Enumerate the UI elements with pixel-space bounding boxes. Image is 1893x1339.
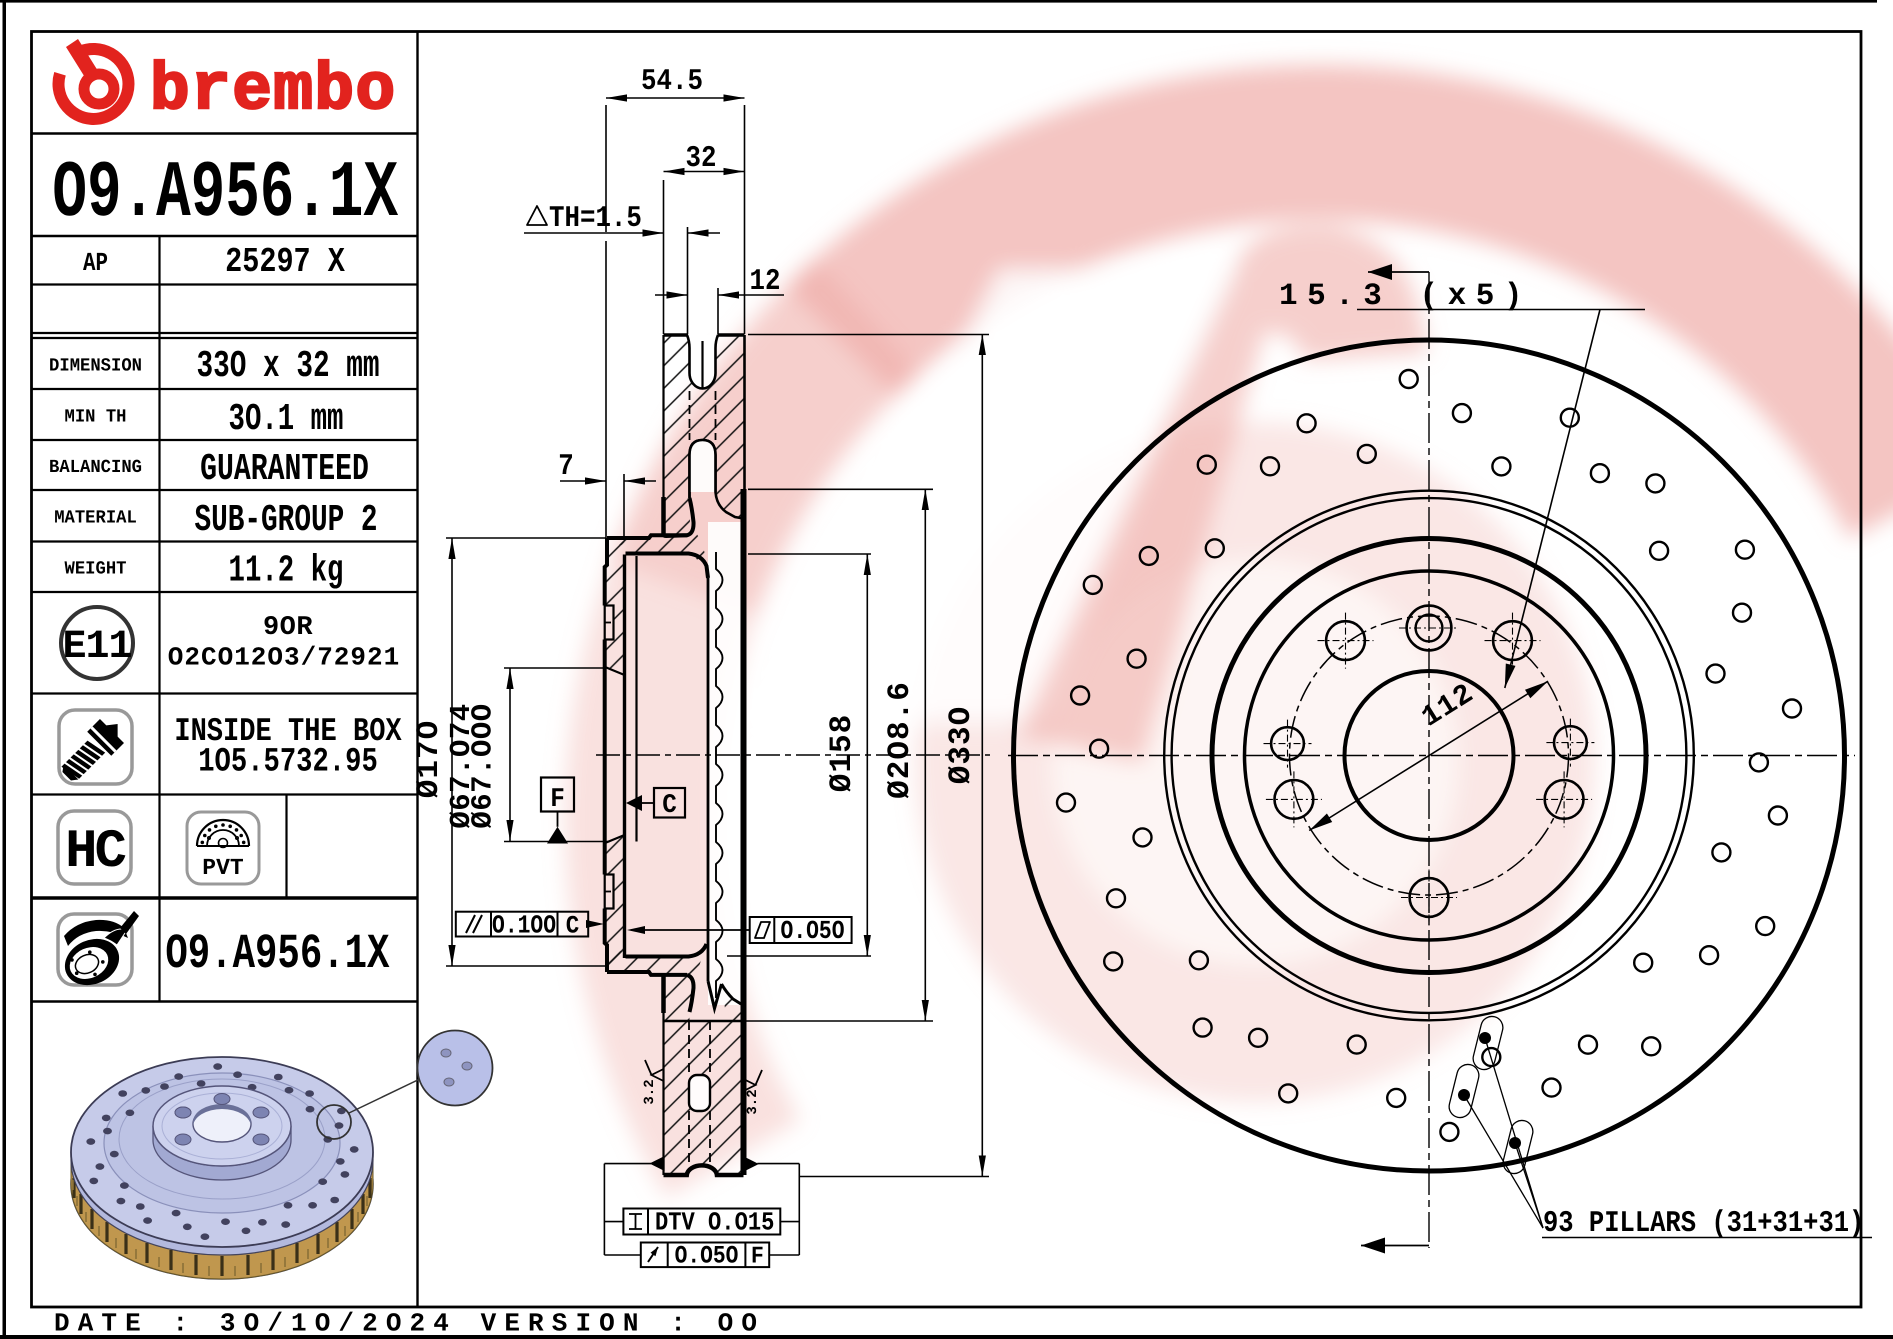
svg-text:HC: HC [65, 822, 125, 883]
svg-text:O.O5O: O.O5O [781, 916, 845, 946]
svg-text:C: C [566, 912, 580, 941]
svg-text:Ø2O8.6: Ø2O8.6 [883, 681, 918, 799]
svg-text:Ø67.OOO: Ø67.OOO [467, 703, 500, 828]
svg-text:F: F [550, 785, 565, 815]
svg-text:F: F [751, 1244, 764, 1271]
svg-text:PVT: PVT [202, 855, 244, 881]
svg-text:12: 12 [750, 265, 781, 299]
svg-text:C: C [662, 791, 677, 821]
svg-text:brembo: brembo [150, 53, 397, 128]
svg-text:15.3 (x5): 15.3 (x5) [1279, 279, 1532, 314]
svg-text:O.O5O: O.O5O [675, 1242, 739, 1271]
svg-text:Ø67.O74: Ø67.O74 [445, 703, 478, 828]
svg-text:11.2 kg: 11.2 kg [229, 550, 344, 593]
svg-text:93 PILLARS (31+31+31): 93 PILLARS (31+31+31) [1543, 1207, 1864, 1241]
svg-text:WEIGHT: WEIGHT [65, 559, 127, 580]
svg-text:O9.A956.1X: O9.A956.1X [165, 926, 390, 982]
svg-text:7: 7 [558, 450, 573, 484]
svg-text:Ø33O: Ø33O [944, 706, 979, 784]
svg-text:54.5: 54.5 [641, 65, 703, 99]
svg-text:O9.A956.1X: O9.A956.1X [52, 149, 398, 240]
svg-text:DIMENSION: DIMENSION [49, 356, 142, 377]
svg-text:1O5.5732.95: 1O5.5732.95 [198, 744, 378, 782]
svg-text:Ø17O: Ø17O [412, 720, 447, 798]
svg-text:O2CO12O3/72921: O2CO12O3/72921 [168, 643, 400, 673]
svg-text:DTV O.O15: DTV O.O15 [655, 1208, 774, 1238]
svg-text:9OR: 9OR [263, 613, 313, 643]
svg-text:TH=1.5: TH=1.5 [549, 202, 642, 236]
svg-text:3O.1 mm: 3O.1 mm [229, 398, 344, 441]
svg-text:MATERIAL: MATERIAL [54, 508, 137, 529]
svg-text:E11: E11 [62, 625, 131, 670]
svg-text:3.2: 3.2 [642, 1079, 658, 1104]
svg-text:AP: AP [83, 248, 108, 278]
svg-text:DATE : 3O/1O/2O24 VERSION : OO: DATE : 3O/1O/2O24 VERSION : OO [54, 1309, 765, 1339]
svg-text:SUB-GROUP 2: SUB-GROUP 2 [194, 499, 377, 542]
svg-text:32: 32 [686, 142, 717, 176]
svg-text:BALANCING: BALANCING [49, 457, 142, 478]
svg-text:INSIDE THE BOX: INSIDE THE BOX [174, 713, 402, 750]
svg-text:25297 X: 25297 X [225, 242, 345, 282]
svg-text:3.2: 3.2 [745, 1089, 761, 1114]
svg-text:33O x 32 mm: 33O x 32 mm [196, 345, 379, 388]
svg-text:GUARANTEED: GUARANTEED [200, 448, 369, 491]
svg-text:Ø158: Ø158 [825, 714, 860, 792]
svg-text:MIN TH: MIN TH [65, 407, 127, 428]
svg-text:O.1OO: O.1OO [492, 911, 556, 941]
